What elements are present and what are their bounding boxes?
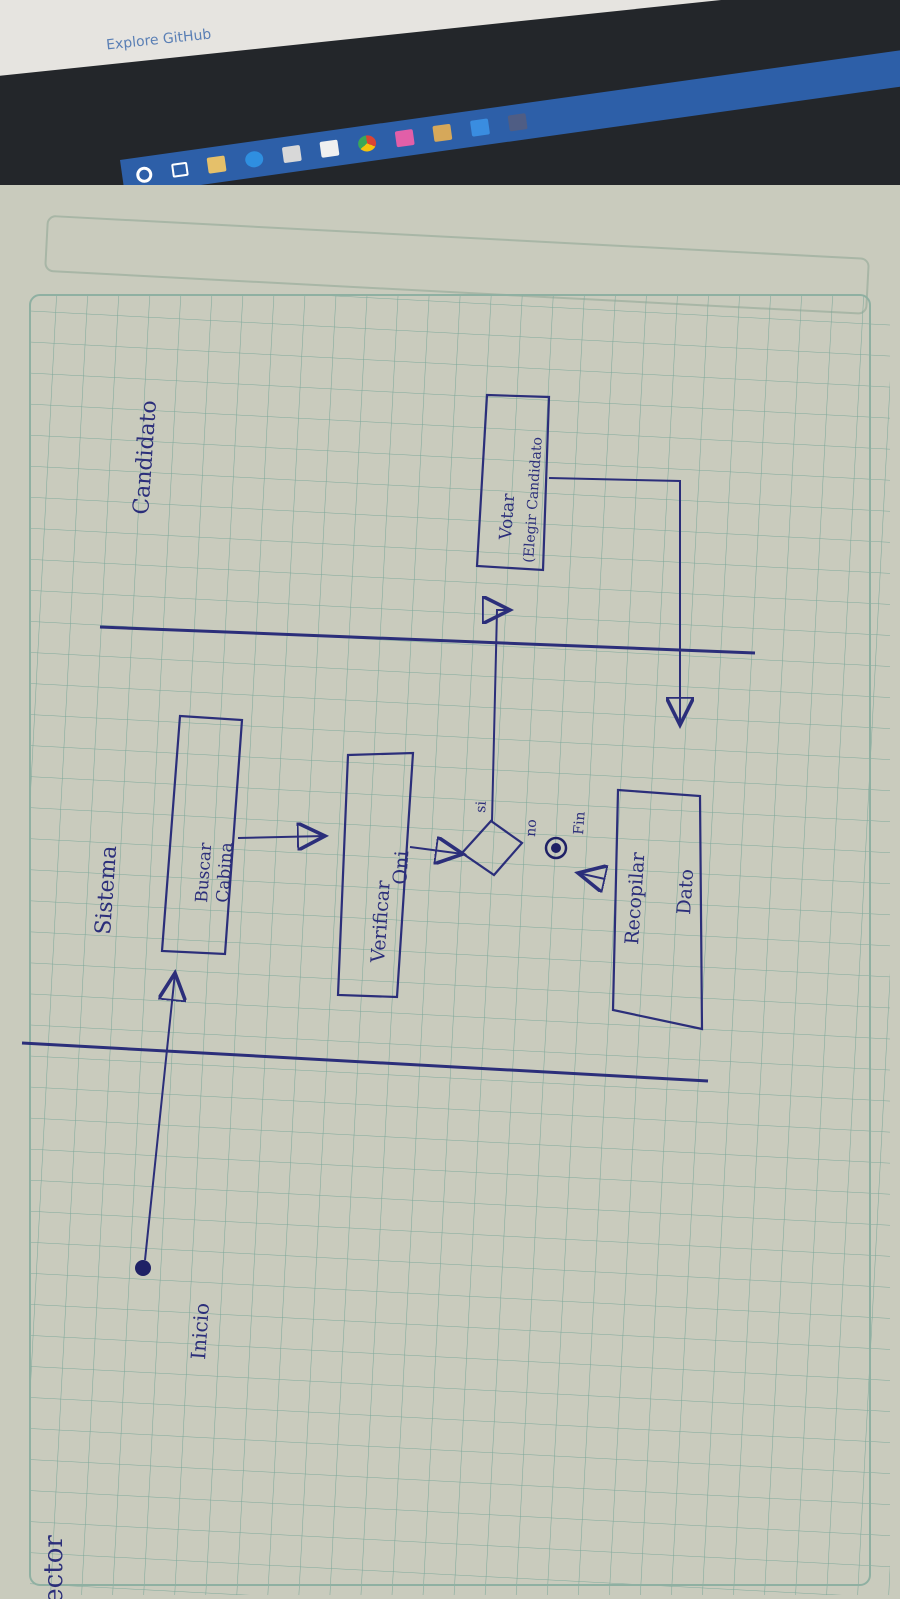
activity-verificar-oni <box>336 751 415 999</box>
store-icon[interactable] <box>281 144 302 164</box>
activity-diagram: Elector Sistema Candidato Inicio Buscar … <box>21 215 890 1599</box>
cortana-circle-icon[interactable] <box>135 165 154 184</box>
file-explorer-icon[interactable] <box>206 155 227 174</box>
paper-header-band <box>44 215 870 315</box>
chrome-icon[interactable] <box>357 134 378 153</box>
activity-recopilar-dato <box>611 788 704 1031</box>
verificar-line2: Oni <box>389 850 413 885</box>
visual-studio-icon[interactable] <box>469 118 491 137</box>
terminal-icon[interactable] <box>507 113 528 132</box>
activity-buscar-cabina <box>160 714 244 956</box>
end-label: Fin <box>571 811 589 835</box>
grid-border <box>29 294 871 1586</box>
decision-node <box>460 819 524 877</box>
lane-divider-sistema-candidato <box>99 625 756 655</box>
flow-recopilar-to-end <box>578 873 605 879</box>
grid-area <box>30 295 890 1595</box>
start-label: Inicio <box>186 1302 214 1360</box>
flow-buscar-to-verificar <box>237 836 325 838</box>
app-grid-icon[interactable] <box>432 123 453 143</box>
buscar-line1: Buscar <box>192 841 216 903</box>
mail-icon[interactable] <box>319 139 340 158</box>
flow-decision-to-votar <box>492 610 510 822</box>
decision-yes-label: si <box>473 800 490 813</box>
flow-verificar-to-decision <box>409 847 463 854</box>
activity-votar <box>475 393 551 572</box>
edge-browser-icon[interactable] <box>244 150 265 169</box>
buscar-line2: Cabina <box>213 842 237 904</box>
lane-label-elector: Elector <box>39 1535 69 1599</box>
lane-divider-elector-sistema <box>21 1041 709 1083</box>
start-node <box>135 1260 151 1276</box>
votar-line1: Votar <box>496 492 519 541</box>
flow-start-to-buscar <box>144 973 175 1261</box>
lane-label-sistema: Sistema <box>91 845 122 936</box>
flow-votar-to-recopilar <box>548 477 680 725</box>
recopilar-line2: Dato <box>673 868 698 915</box>
decision-no-label: no <box>523 819 540 838</box>
star-app-icon[interactable] <box>394 128 415 148</box>
task-view-icon[interactable] <box>171 161 189 178</box>
end-node-inner <box>551 843 561 853</box>
graph-paper: Elector Sistema Candidato Inicio Buscar … <box>0 185 900 1599</box>
end-node-outer <box>544 836 568 860</box>
